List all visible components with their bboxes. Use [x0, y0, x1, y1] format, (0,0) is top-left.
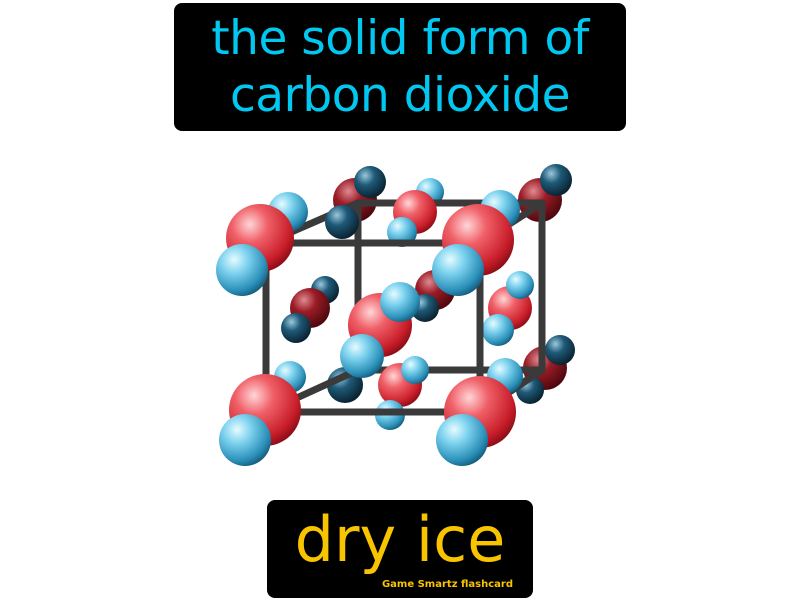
molecule-atom	[354, 166, 386, 198]
molecule-atom	[482, 314, 514, 346]
molecule-atom	[540, 164, 572, 196]
term-title: dry ice	[294, 503, 506, 576]
molecule-atom	[506, 271, 534, 299]
term-box: dry ice Game Smartz flashcard	[267, 500, 533, 598]
center-molecule	[340, 282, 420, 378]
molecule-atom	[216, 244, 268, 296]
molecule-atom	[432, 244, 484, 296]
definition-line-2: carbon dioxide	[229, 68, 571, 123]
molecule-atom	[401, 356, 429, 384]
molecule-atom	[436, 414, 488, 466]
definition-box: the solid form of carbon dioxide	[174, 3, 626, 131]
molecule-atom	[380, 282, 420, 322]
molecule-atom	[325, 205, 359, 239]
definition-line-1: the solid form of	[211, 11, 589, 66]
molecule-atom	[219, 414, 271, 466]
molecule-atom	[340, 334, 384, 378]
brand-credit: Game Smartz flashcard	[381, 579, 513, 590]
molecule-atom	[281, 313, 311, 343]
front-molecules	[216, 190, 520, 466]
dry-ice-crystal-lattice-illustration	[216, 164, 575, 466]
molecule-atom	[545, 335, 575, 365]
middle-molecules	[274, 190, 534, 430]
